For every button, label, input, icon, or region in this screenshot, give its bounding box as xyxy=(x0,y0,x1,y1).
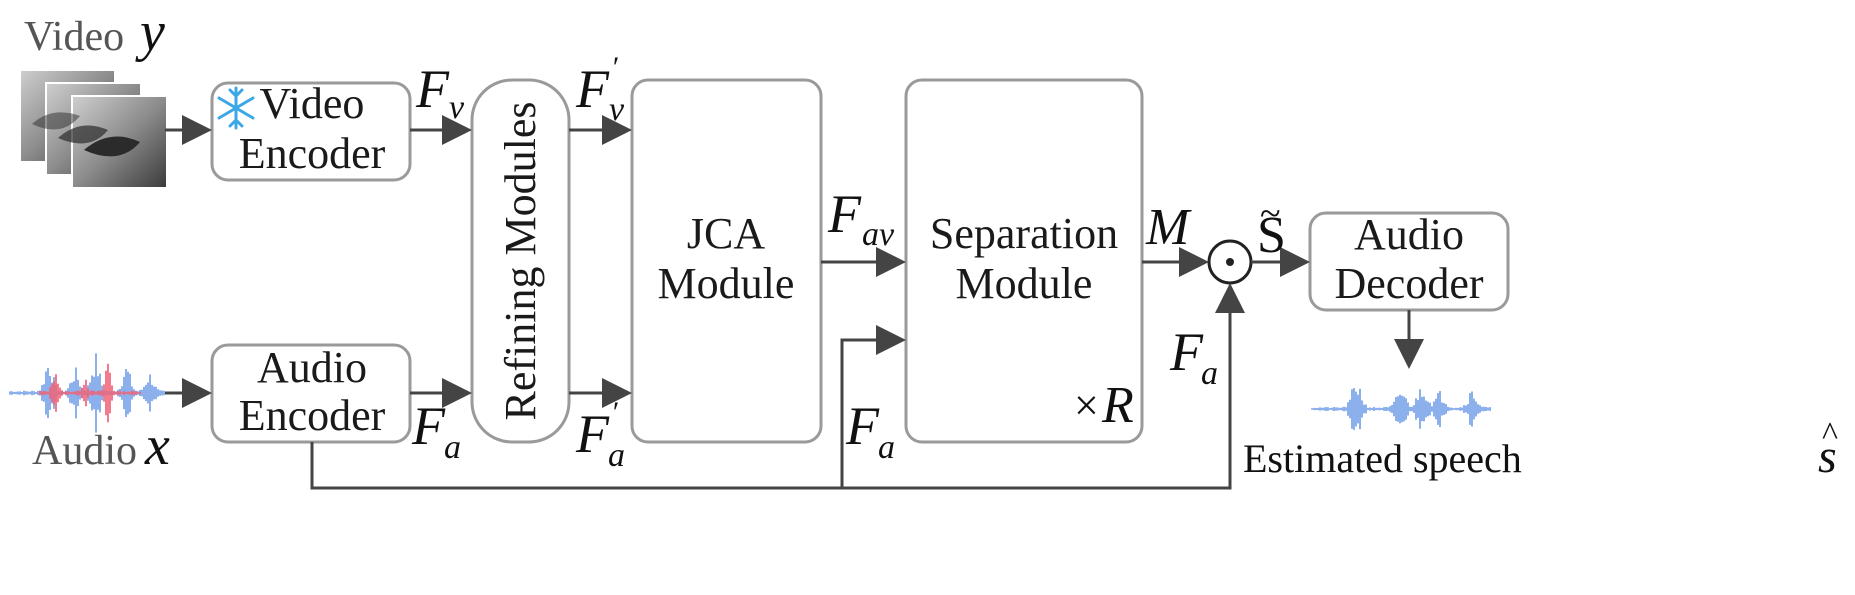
video-encoder-label-2: Encoder xyxy=(239,129,386,178)
estimated-speech-hat: ^ xyxy=(1822,416,1838,453)
jca-module-label-2: Module xyxy=(658,259,795,308)
audio-encoder-label-1: Audio xyxy=(257,343,367,392)
svg-text:a: a xyxy=(878,429,895,466)
audio-encoder-label-2: Encoder xyxy=(239,391,386,440)
audio-decoder-label-2: Decoder xyxy=(1334,259,1483,308)
repeat-count-var: R xyxy=(1101,377,1134,434)
svg-text:F: F xyxy=(575,404,610,464)
video-input-label: Video xyxy=(24,14,124,60)
separation-module-label-2: Module xyxy=(956,259,1093,308)
svg-text:a: a xyxy=(608,437,625,474)
svg-text:F: F xyxy=(827,184,862,244)
mixed-waveform-icon xyxy=(9,353,165,433)
label-fa-prime: F ′ a xyxy=(575,396,625,474)
snowflake-icon xyxy=(217,86,255,130)
svg-text:F: F xyxy=(575,59,610,119)
svg-text:F: F xyxy=(1169,322,1204,382)
svg-text:v: v xyxy=(609,91,625,128)
video-input-var: y xyxy=(135,1,165,63)
repeat-times-sign: × xyxy=(1074,381,1099,430)
label-fv: F v xyxy=(415,59,465,126)
refining-modules-label: Refining Modules xyxy=(496,102,545,421)
svg-text:a: a xyxy=(444,429,461,466)
label-mask: M xyxy=(1145,199,1192,256)
svg-text:~: ~ xyxy=(1260,193,1281,235)
arrow-fa-to-separation xyxy=(840,325,906,488)
svg-text:′: ′ xyxy=(611,51,618,84)
svg-text:F: F xyxy=(415,59,450,119)
estimated-speech-label: Estimated speech xyxy=(1243,436,1522,481)
label-fa-encoder: F a xyxy=(411,396,461,466)
audio-decoder-label-1: Audio xyxy=(1354,210,1464,259)
label-fa-multiply: F a xyxy=(1169,322,1218,392)
label-fav: F av xyxy=(827,184,895,253)
refining-modules-block xyxy=(470,78,571,444)
svg-text:a: a xyxy=(1201,355,1218,392)
label-fa-separation: F a xyxy=(845,396,895,466)
jca-module-label-1: JCA xyxy=(687,209,765,258)
estimated-speech-var: s xyxy=(1818,430,1837,483)
separation-module-label-1: Separation xyxy=(930,209,1118,258)
svg-text:F: F xyxy=(411,396,446,456)
audio-input-var: x xyxy=(144,415,170,477)
label-s-tilde: S ~ xyxy=(1257,193,1286,264)
video-encoder-label-1: Video xyxy=(260,79,365,128)
svg-text:′: ′ xyxy=(611,396,618,429)
svg-text:v: v xyxy=(449,89,465,126)
svg-text:S: S xyxy=(1257,207,1286,264)
speech-waveform-icon xyxy=(1311,388,1491,430)
svg-text:av: av xyxy=(862,216,895,253)
lip-frames-icon xyxy=(19,69,168,189)
label-fv-prime: F ′ v xyxy=(575,51,625,128)
skip-connection-fa xyxy=(310,283,1245,490)
audio-input-label: Audio xyxy=(32,428,137,474)
svg-text:F: F xyxy=(845,396,880,456)
multiply-dot xyxy=(1226,258,1234,266)
